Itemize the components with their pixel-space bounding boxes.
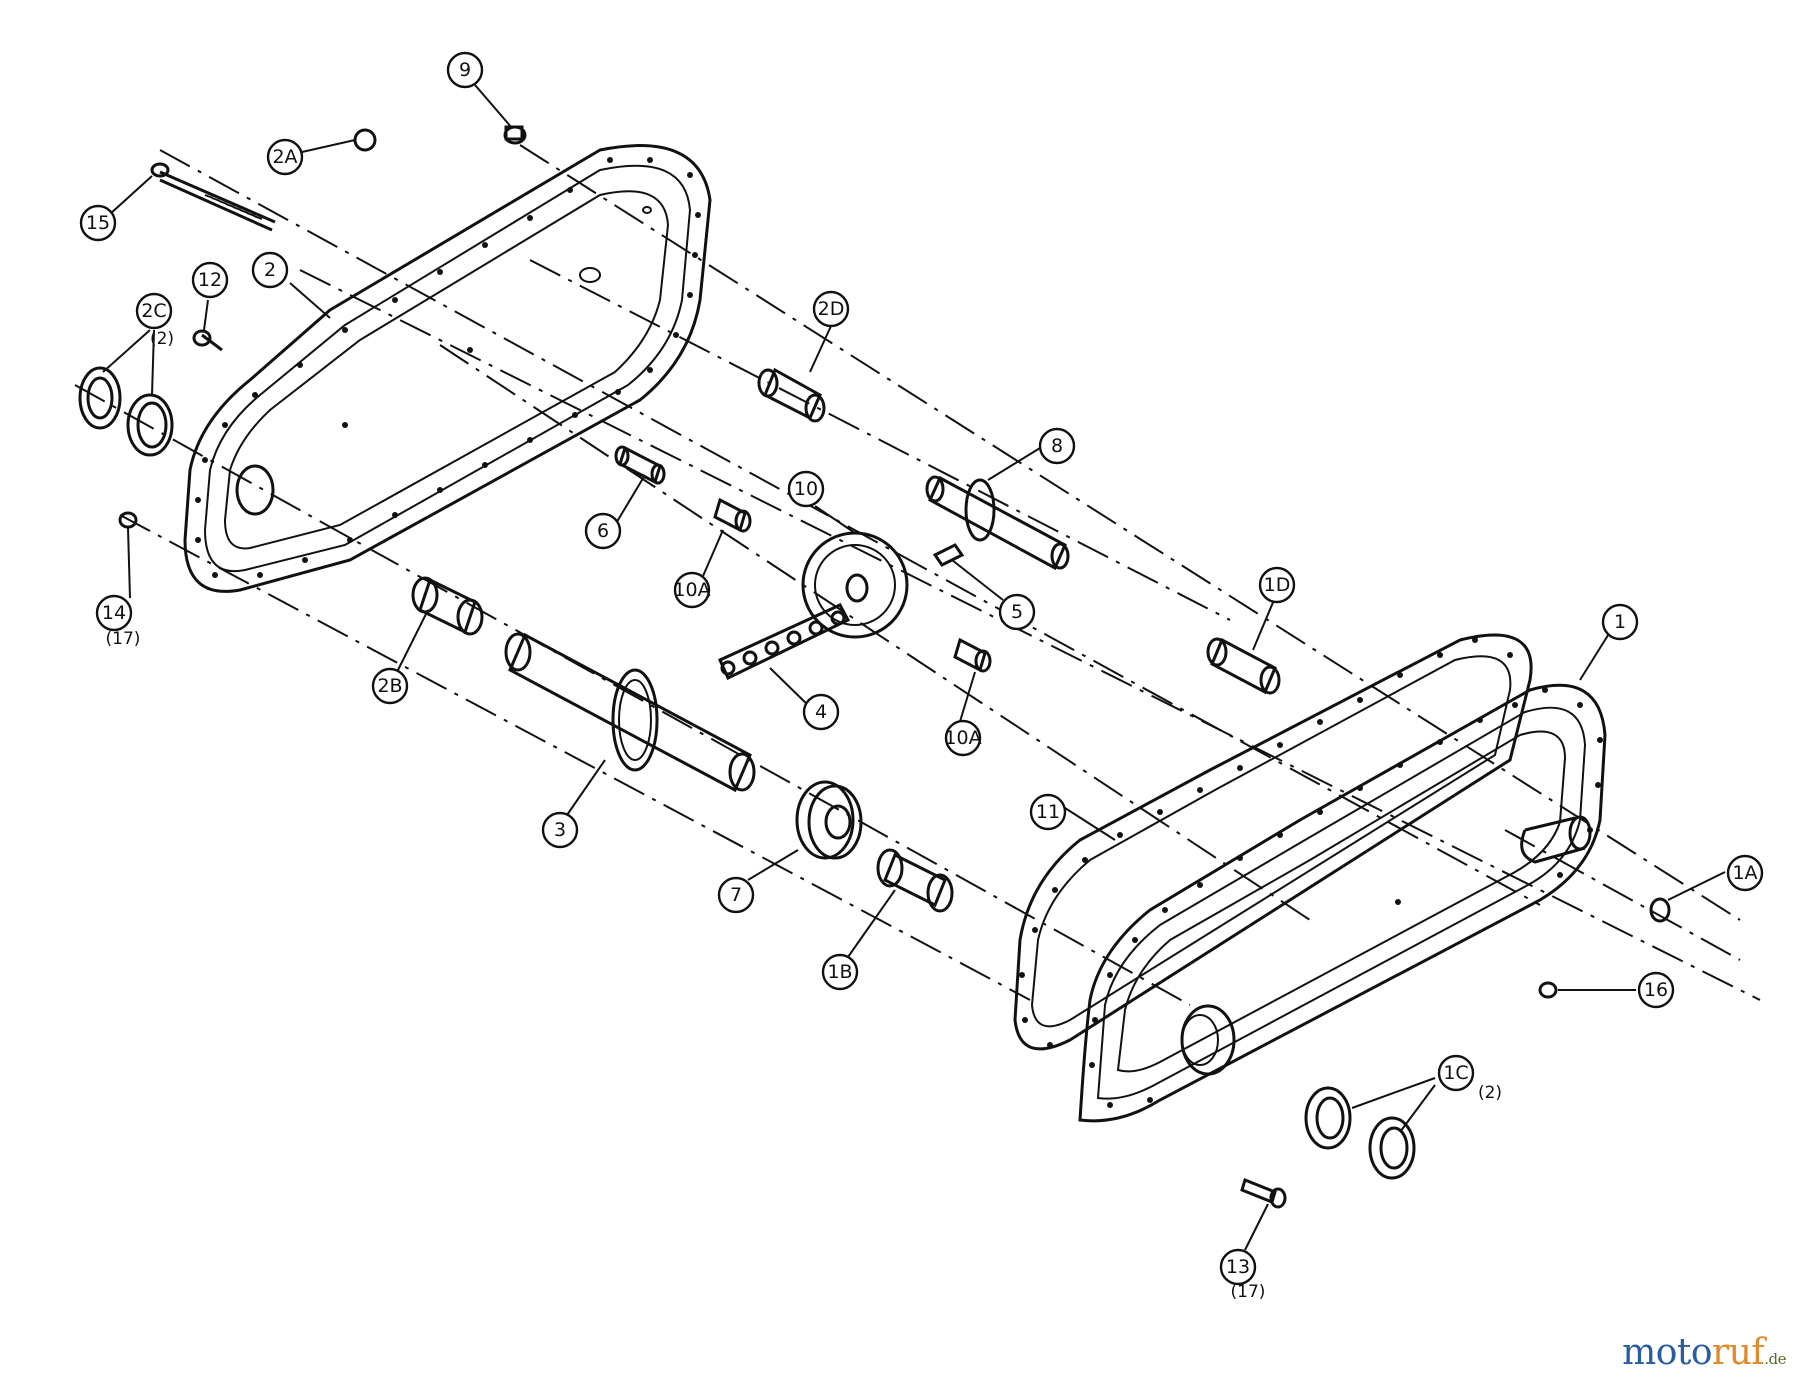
left-chain-case-half <box>183 144 712 593</box>
svg-text:10A: 10A <box>673 579 710 601</box>
callout-9: 9 <box>446 51 484 89</box>
callout-10A-lower: 10A <box>944 719 982 757</box>
callout-1A: 1A <box>1726 854 1764 892</box>
callout-1C: 1C <box>1437 1054 1475 1092</box>
callout-2C: 2C <box>135 292 173 330</box>
left-case-lower-bore <box>235 464 275 516</box>
quantity-2C: (2) <box>150 329 174 349</box>
short-bolt <box>1240 1177 1287 1209</box>
left-oil-seals <box>78 366 174 457</box>
spacer-tube <box>614 445 666 485</box>
svg-text:1A: 1A <box>1732 862 1757 884</box>
callout-14: 14 <box>95 594 133 632</box>
svg-text:14: 14 <box>102 602 126 624</box>
svg-text:2: 2 <box>264 259 276 281</box>
callout-4: 4 <box>802 693 840 731</box>
assembly-centerlines <box>74 144 1761 1006</box>
long-bolt <box>150 162 276 232</box>
callout-12: 12 <box>191 261 229 299</box>
watermark-tld: .de <box>1764 1350 1786 1368</box>
svg-text:2C: 2C <box>141 300 166 322</box>
gasket-bolt-holes <box>1019 637 1513 1048</box>
quantity-1C: (2) <box>1478 1083 1502 1103</box>
svg-text:1D: 1D <box>1264 574 1291 596</box>
callout-2A: 2A <box>266 138 304 176</box>
right-chain-case-half <box>1078 683 1607 1123</box>
svg-text:4: 4 <box>815 701 827 723</box>
svg-text:9: 9 <box>459 59 471 81</box>
callout-1: 1 <box>1601 603 1639 641</box>
right-case-lower-bore <box>1180 1004 1236 1076</box>
idler-bushing-1 <box>713 497 752 533</box>
left-case-pin-hole <box>467 347 473 353</box>
svg-text:8: 8 <box>1051 435 1063 457</box>
svg-text:7: 7 <box>730 884 742 906</box>
svg-text:2D: 2D <box>818 298 845 320</box>
svg-text:6: 6 <box>597 520 609 542</box>
upper-bushing <box>757 367 826 423</box>
left-case-pin-hole-2 <box>342 422 348 428</box>
left-case-small-hole <box>642 206 652 214</box>
left-case-upper-hole <box>579 267 601 283</box>
callout-16: 16 <box>1637 971 1675 1009</box>
callout-10A-upper: 10A <box>673 571 711 609</box>
svg-text:1: 1 <box>1614 611 1626 633</box>
callout-2B: 2B <box>371 667 409 705</box>
callout-3: 3 <box>541 811 579 849</box>
svg-text:2A: 2A <box>272 146 297 168</box>
right-oil-seals <box>1304 1086 1416 1180</box>
watermark-brand-a: moto <box>1622 1332 1713 1373</box>
svg-text:13: 13 <box>1226 1256 1250 1278</box>
upper-shaft <box>925 475 1070 571</box>
shaft-seal <box>795 780 863 860</box>
callout-1D: 1D <box>1258 566 1296 604</box>
idler-bushing-2 <box>953 637 992 673</box>
right-lower-bushing <box>876 848 954 913</box>
main-shaft <box>504 632 756 793</box>
svg-text:10A: 10A <box>944 727 981 749</box>
callout-leaders <box>102 84 1726 1251</box>
svg-text:11: 11 <box>1036 801 1060 823</box>
right-flange-nut <box>1538 981 1558 999</box>
flange-nut <box>118 511 138 529</box>
svg-text:12: 12 <box>198 269 222 291</box>
callout-10: 10 <box>787 470 825 508</box>
quantity-14: (17) <box>106 629 141 649</box>
svg-text:10: 10 <box>794 478 818 500</box>
right-case-boss <box>1520 816 1586 864</box>
callout-15: 15 <box>79 204 117 242</box>
parts <box>78 125 1671 1209</box>
plug <box>353 128 377 152</box>
svg-text:3: 3 <box>554 819 566 841</box>
small-screw <box>192 329 223 352</box>
shaft-key <box>932 543 965 567</box>
callout-1B: 1B <box>821 953 859 991</box>
quantity-13: (17) <box>1231 1282 1266 1302</box>
svg-text:16: 16 <box>1644 979 1668 1001</box>
svg-text:5: 5 <box>1011 601 1023 623</box>
callout-2D: 2D <box>812 290 850 328</box>
callout-11: 11 <box>1029 793 1067 831</box>
end-washer <box>1649 897 1671 923</box>
callout-5: 5 <box>998 593 1036 631</box>
callout-13: 13 <box>1219 1248 1257 1286</box>
svg-text:15: 15 <box>86 212 110 234</box>
callout-6: 6 <box>584 512 622 550</box>
right-case-bolt-holes <box>1089 687 1603 1108</box>
callout-7: 7 <box>717 876 755 914</box>
svg-text:2B: 2B <box>377 675 402 697</box>
callout-2: 2 <box>251 251 289 289</box>
left-lower-bushing <box>411 576 484 636</box>
left-case-bolt-holes <box>195 157 701 578</box>
callout-8: 8 <box>1038 427 1076 465</box>
right-upper-bushing <box>1206 637 1281 695</box>
top-nut <box>503 125 527 145</box>
right-chain-case-gasket <box>1013 633 1533 1051</box>
drive-chain <box>718 603 851 681</box>
svg-text:1B: 1B <box>827 961 852 983</box>
svg-text:1C: 1C <box>1443 1062 1468 1084</box>
watermark-logo: motoruf.de <box>1622 1332 1786 1373</box>
watermark-brand-b: ruf <box>1712 1332 1765 1373</box>
